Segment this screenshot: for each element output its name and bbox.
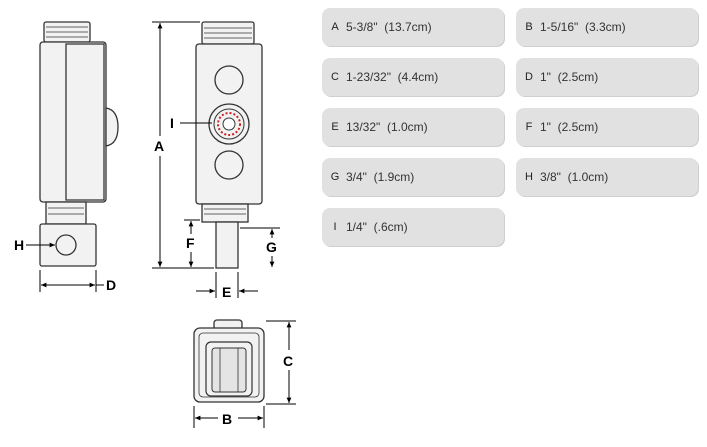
spec-value: 5-3/8" (13.7cm) (346, 20, 432, 34)
spec-card-c: C 1-23/32" (4.4cm) (322, 58, 504, 96)
dimension-b (193, 406, 265, 428)
dim-label-e: E (222, 284, 231, 300)
dim-label-b: B (222, 411, 232, 427)
spec-letter: D (525, 71, 533, 83)
spec-card-e: E 13/32" (1.0cm) (322, 108, 504, 146)
dim-label-d: D (106, 277, 116, 293)
spec-letter: I (333, 221, 337, 233)
dim-label-a: A (154, 138, 164, 154)
dimension-d (39, 270, 104, 292)
spec-letter: E (331, 121, 339, 133)
spec-letter: B (525, 21, 533, 33)
dimension-f (184, 219, 200, 267)
spec-card-h: H 3/8" (1.0cm) (516, 158, 698, 196)
dim-label-c: C (283, 353, 293, 369)
dimension-a (152, 21, 214, 269)
spec-card-d: D 1" (2.5cm) (516, 58, 698, 96)
dim-label-f: F (186, 235, 195, 251)
dim-label-i: I (170, 115, 174, 131)
spec-letter: A (331, 21, 339, 33)
spec-card-g: G 3/4" (1.9cm) (322, 158, 504, 196)
spec-card-a: A 5-3/8" (13.7cm) (322, 8, 504, 46)
spec-value: 3/4" (1.9cm) (346, 170, 415, 184)
spec-card-i: I 1/4" (.6cm) (322, 208, 504, 246)
spec-value: 13/32" (1.0cm) (346, 120, 428, 134)
front-view (195, 21, 263, 269)
spec-letter: C (331, 71, 339, 83)
dimension-e (196, 272, 258, 298)
spec-value: 1-5/16" (3.3cm) (540, 20, 626, 34)
spec-card-f: F 1" (2.5cm) (516, 108, 698, 146)
spec-value: 1" (2.5cm) (540, 70, 599, 84)
top-view (193, 319, 265, 403)
spec-letter: G (330, 171, 340, 183)
spec-value: 1" (2.5cm) (540, 120, 599, 134)
spec-grid: A 5-3/8" (13.7cm) B 1-5/16" (3.3cm) C 1-… (322, 8, 698, 248)
spec-value: 3/8" (1.0cm) (540, 170, 609, 184)
spec-value: 1-23/32" (4.4cm) (346, 70, 439, 84)
dimension-i: I (170, 115, 212, 131)
spec-letter: F (525, 121, 533, 133)
side-view (39, 21, 119, 267)
spec-value: 1/4" (.6cm) (346, 220, 408, 234)
dimension-g (240, 227, 280, 267)
dim-label-g: G (266, 239, 277, 255)
dim-label-h: H (14, 237, 24, 253)
dimension-c (266, 320, 296, 405)
spec-card-b: B 1-5/16" (3.3cm) (516, 8, 698, 46)
dimension-h: H (14, 237, 55, 253)
spec-letter: H (525, 171, 533, 183)
